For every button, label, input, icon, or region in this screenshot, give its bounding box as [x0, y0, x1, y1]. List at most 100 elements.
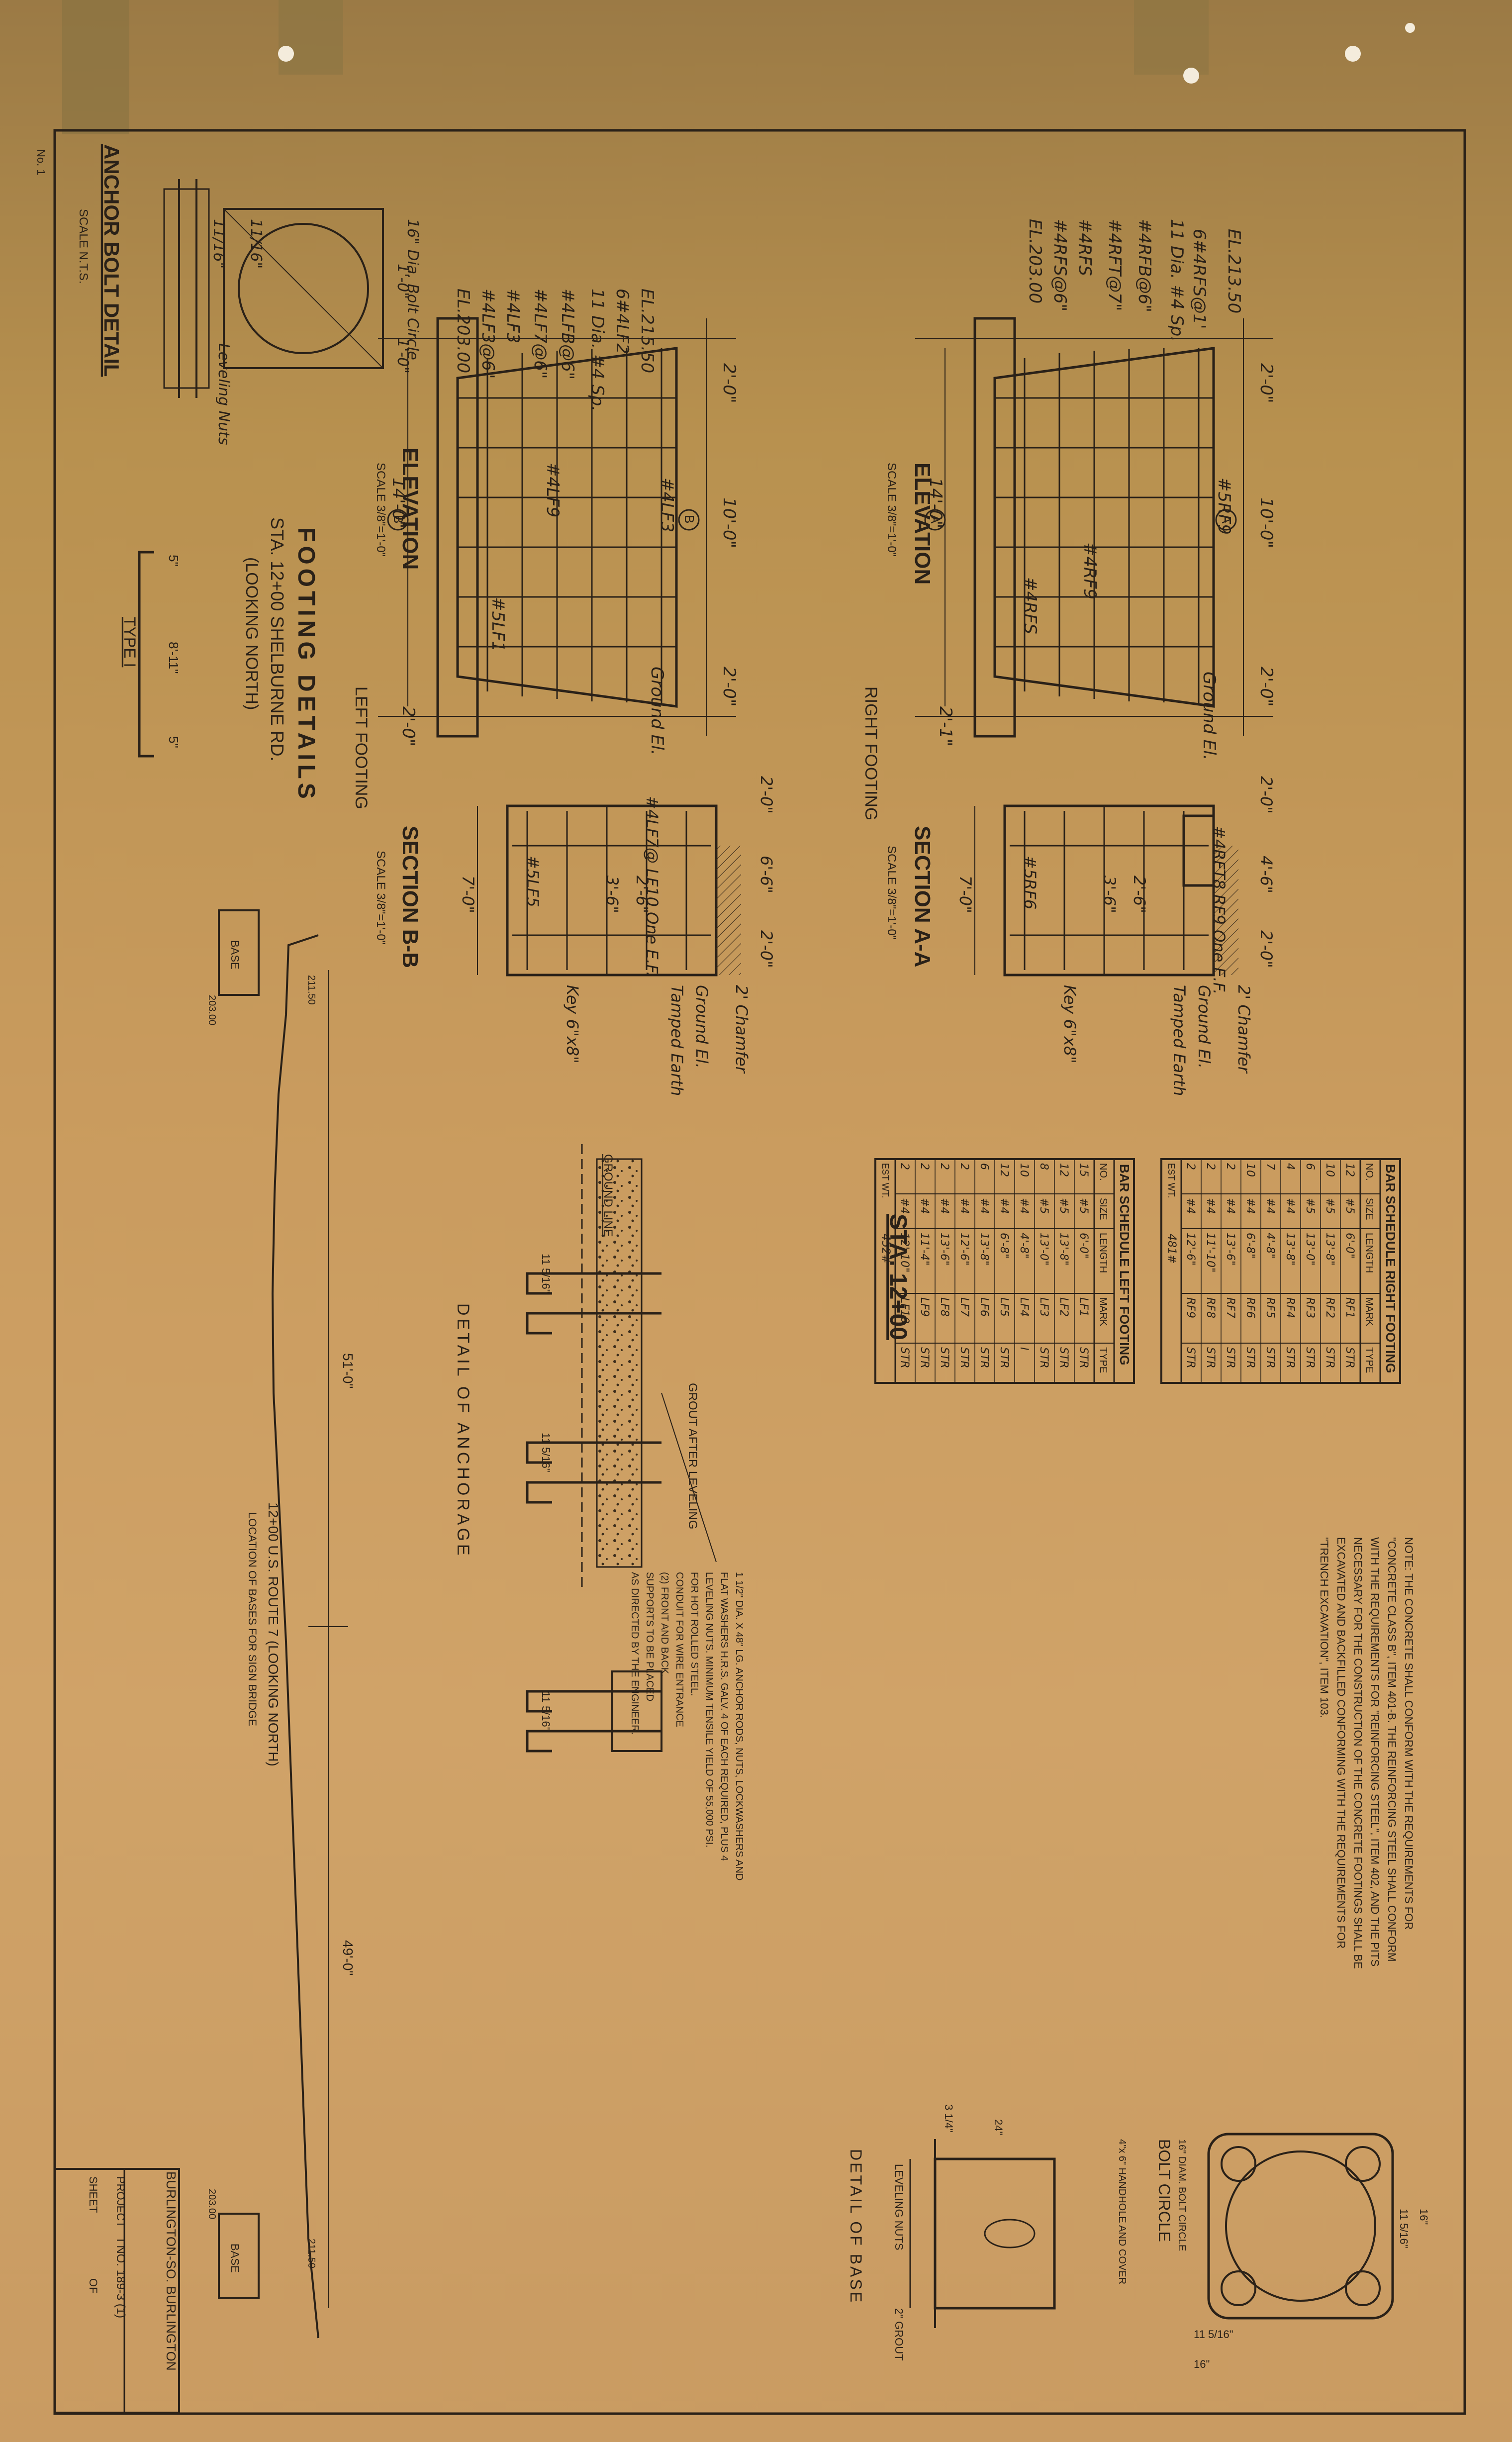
elev-label: EL.203.00 — [453, 289, 473, 373]
sign-bridge-profile: 51'-0" 49'-0" BASE BASE 211.50 203.00 21… — [206, 909, 356, 2339]
callout-line: FLAT WASHERS H.R.S. GALV. 4 OF EACH REQU… — [719, 1572, 730, 1861]
table-cell: #5 — [1057, 1198, 1070, 1214]
section-marker: A — [1219, 515, 1234, 524]
table-cell: 6'-8" — [998, 1233, 1010, 1259]
note-line: NECESSARY FOR THE CONSTRUCTION OF THE CO… — [1352, 1537, 1364, 1969]
svg-text:(LOOKING NORTH): (LOOKING NORTH) — [242, 557, 261, 710]
table-cell: STR — [1244, 1347, 1256, 1368]
elev-label: EL.215.50 — [637, 289, 657, 373]
dim-label: 2'-0" — [1257, 930, 1276, 968]
section-label: 2' Chamfer — [732, 985, 751, 1074]
svg-text:11 5/16": 11 5/16" — [1194, 2328, 1233, 2341]
svg-text:16": 16" — [1194, 2358, 1210, 2370]
view-scale: SCALE 3/8"=1'-0" — [885, 846, 898, 940]
elev-label: 6#4LF2 — [612, 289, 632, 354]
dim-label: 2'-0" — [1256, 363, 1276, 403]
table-cell: #4 — [938, 1198, 950, 1214]
table-cell: 10 — [1323, 1163, 1336, 1177]
elev-label: #4RFB@6" — [1134, 219, 1154, 312]
table-title: BAR SCHEDULE RIGHT FOOTING — [1383, 1164, 1398, 1373]
dim-label: 2'-6" — [633, 876, 652, 913]
table-cell: STR — [1343, 1347, 1356, 1368]
svg-text:5": 5" — [166, 555, 181, 567]
table-cell: 2 — [958, 1163, 970, 1170]
callout-line: (2) FRONT AND BACK. — [659, 1572, 670, 1677]
table-cell: #4 — [958, 1198, 970, 1214]
table-cell: 12 — [998, 1163, 1010, 1177]
table-cell: 2 — [938, 1163, 950, 1170]
table-cell: 12'-6" — [958, 1233, 970, 1266]
table-cell: #5 — [1343, 1198, 1356, 1214]
dim-label: 2'-0" — [719, 363, 739, 403]
rebar-tag: Ground El. — [647, 667, 667, 755]
table-cell: #4 — [1184, 1198, 1197, 1214]
dim-label: 6'-6" — [757, 856, 776, 893]
title-block: BURLINGTON-SO. BURLINGTON PROJECT I NO. … — [54, 2168, 180, 2414]
dim-label: 3'-6" — [603, 876, 622, 913]
table-cell: RF5 — [1264, 1297, 1276, 1318]
table-cell: STR — [1224, 1347, 1236, 1368]
table-cell: #4 — [898, 1198, 911, 1214]
section-label: #4LF7@ LF10 One E.F. — [643, 796, 662, 977]
section-marker: A — [928, 515, 943, 524]
view-title: DETAIL OF ANCHORAGE — [454, 1303, 472, 1559]
table-cell: #4 — [1018, 1198, 1030, 1214]
svg-text:11 5/16": 11 5/16" — [540, 1691, 552, 1731]
dim-label: 2'-0" — [757, 930, 776, 968]
table-cell: 11'-10" — [1204, 1233, 1217, 1272]
bar-schedule-right-table: BAR SCHEDULE RIGHT FOOTINGNO.SIZELENGTHM… — [1160, 1158, 1401, 1384]
dim-label: 10'-0" — [719, 497, 739, 548]
section-label: Ground El. — [1195, 985, 1214, 1069]
view-title: ELEVATION — [398, 448, 422, 570]
table-cell: STR — [938, 1347, 950, 1368]
table-cell: RF6 — [1244, 1297, 1256, 1318]
table-cell: STR — [1184, 1347, 1197, 1368]
punch-hole — [278, 46, 294, 62]
table-cell: 12'-6" — [1184, 1233, 1197, 1266]
table-est-value: 481# — [1165, 1234, 1178, 1264]
note-line: EXCAVATED AND BACKFILLED CONFORMING WITH… — [1335, 1537, 1347, 1949]
section-b-b: 2' Chamfer Ground El. Tamped Earth Key 6… — [374, 776, 776, 1096]
table-cell: RF3 — [1304, 1297, 1316, 1318]
table-cell: LF3 — [1038, 1297, 1050, 1317]
table-cell: 4'-8" — [1018, 1233, 1030, 1259]
table-cell: #5 — [1304, 1198, 1316, 1214]
table-cell: LF9 — [918, 1297, 931, 1317]
table-cell: LF5 — [998, 1297, 1010, 1317]
table-cell: 15 — [1077, 1163, 1090, 1177]
dim-label: 14'-0" — [926, 478, 945, 528]
table-cell: 13'-8" — [1057, 1233, 1070, 1266]
svg-text:SHEET: SHEET — [87, 2176, 99, 2213]
svg-text:11 5/16": 11 5/16" — [540, 1433, 552, 1472]
dim-label: 10'-0" — [1256, 497, 1276, 548]
dim-label: 2'-1" — [936, 706, 955, 747]
punch-hole — [1345, 46, 1361, 62]
rebar-tag: #5RF9 — [1214, 478, 1234, 535]
dim-label: 2'-6" — [1130, 876, 1149, 913]
detail-of-base: DETAIL OF BASE BOLT CIRCLE 16" DIAM. BOL… — [847, 2104, 1430, 2370]
table-cell: #4 — [1244, 1198, 1256, 1214]
view-scale: SCALE 3/8"=1'-0" — [374, 851, 387, 945]
table-cell: 12 — [1343, 1163, 1356, 1177]
svg-text:211.50: 211.50 — [306, 975, 317, 1005]
elev-label: #4LF7@6" — [530, 289, 550, 379]
svg-text:BASE: BASE — [229, 940, 241, 970]
svg-text:BOLT CIRCLE: BOLT CIRCLE — [1155, 2139, 1173, 2242]
elev-label: #4LF3 — [503, 289, 523, 343]
section-label: #4RFT8 RF9 One E.F. — [1210, 826, 1228, 994]
table-cell: 10 — [1018, 1163, 1030, 1177]
svg-text:203.00: 203.00 — [206, 995, 217, 1025]
note-line: WITH THE REQUIREMENTS FOR "REINFORCING S… — [1369, 1537, 1381, 1966]
svg-text:BASE: BASE — [229, 2244, 241, 2273]
elev-label: 6#4RFS@1' — [1189, 229, 1209, 329]
table-cell: #4 — [1204, 1198, 1217, 1214]
svg-text:5": 5" — [166, 736, 181, 748]
dim-label: 14'-0" — [388, 478, 408, 528]
rebar-tag: #4LF9 — [543, 463, 563, 517]
table-est-value: 452# — [879, 1234, 892, 1264]
dim-label: 7'-0" — [459, 876, 477, 913]
dim-label: 2'-0" — [757, 776, 776, 814]
dim-label: 2'-0" — [1257, 776, 1276, 814]
table-cell: 6'-8" — [1244, 1233, 1256, 1259]
margin-stamp: No. 1 — [35, 149, 47, 176]
